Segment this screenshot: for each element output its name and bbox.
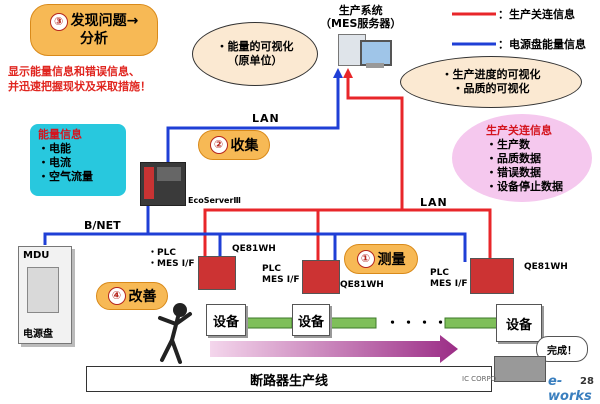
power-panel: MDU 电源盘 bbox=[18, 246, 72, 344]
step1-number: ① bbox=[356, 250, 375, 268]
step2-number: ② bbox=[209, 136, 228, 154]
qe81wh-label: QE81WH bbox=[340, 280, 384, 290]
plc-device-right bbox=[470, 258, 514, 294]
conveyor bbox=[243, 317, 498, 329]
production-info-item: ・品质数据 bbox=[486, 152, 541, 165]
plc-device-left bbox=[198, 256, 236, 290]
lan-label-top: LAN bbox=[252, 112, 280, 125]
plc-label-right-line2: MES I/F bbox=[430, 279, 468, 289]
legend-red-text: ：生产关连信息 bbox=[498, 8, 575, 21]
power-panel-label: 电源盘 bbox=[23, 329, 53, 340]
production-line-name: 断路器生产线 bbox=[86, 366, 492, 392]
plc-label-left: ・PLC ・MES I/F bbox=[148, 248, 195, 270]
progress-quality-bubble: ・生产进度的可视化 ・品质的可视化 bbox=[400, 56, 582, 108]
mes-title-line2: （MES服务器） bbox=[320, 17, 402, 30]
lan-label-right: LAN bbox=[420, 196, 448, 209]
page-number: 28 bbox=[580, 376, 594, 387]
plc-device-mid bbox=[302, 260, 340, 294]
equipment-box: 设备 bbox=[292, 304, 330, 336]
worker-figure bbox=[158, 303, 192, 364]
progress-vis-line1: ・生产进度的可视化 bbox=[441, 68, 541, 81]
step1-label: 测量 bbox=[377, 252, 406, 268]
plc-label-left-line2: ・MES I/F bbox=[148, 259, 195, 269]
mdu-label: MDU bbox=[23, 250, 50, 261]
energy-info-box: 能量信息 ・电能 ・电流 ・空气流量 bbox=[30, 124, 126, 196]
step2-label: 收集 bbox=[230, 138, 259, 154]
step3-desc-line1: 显示能量信息和错误信息、 bbox=[8, 65, 140, 78]
ecoserver-device bbox=[140, 162, 186, 206]
equipment-box: 设备 bbox=[496, 304, 542, 342]
breaker-icon bbox=[27, 267, 59, 313]
lan-blue-arrow bbox=[333, 68, 343, 78]
lan-red-arrow bbox=[343, 68, 353, 78]
energy-visualization-bubble: ・能量的可视化 （原单位） bbox=[192, 22, 318, 86]
production-info-box: 生产关连信息 ・生产数 ・品质数据 ・错误数据 ・设备停止数据 bbox=[452, 114, 592, 202]
energy-info-item: ・电能 bbox=[38, 142, 71, 155]
plc-label-mid: PLC MES I/F bbox=[262, 264, 300, 286]
step4-number: ④ bbox=[107, 287, 126, 305]
lan-blue-line bbox=[166, 75, 340, 167]
legend-blue-text: ：电源盘能量信息 bbox=[498, 38, 586, 51]
energy-info-item: ・空气流量 bbox=[38, 170, 93, 183]
step4-label: 改善 bbox=[128, 289, 157, 305]
step3-description: 显示能量信息和错误信息、 并迅速把握现状及采取措施！ bbox=[8, 64, 151, 94]
mes-server-icon bbox=[338, 34, 392, 70]
progress-vis-line2: ・品质的可视化 bbox=[452, 82, 530, 95]
continuation-dots: ・・・・ bbox=[386, 316, 451, 331]
qe81wh-label: QE81WH bbox=[524, 262, 568, 272]
plc-label-mid-line1: PLC bbox=[262, 264, 281, 274]
ecoserver-label: EcoServerⅢ bbox=[188, 196, 241, 205]
plc-label-right-line1: PLC bbox=[430, 268, 449, 278]
equipment-box: 设备 bbox=[206, 304, 246, 336]
plc-label-left-line1: ・PLC bbox=[148, 248, 176, 258]
finished-goods-box bbox=[494, 356, 546, 382]
step3-line1: 发现问题→ bbox=[70, 12, 139, 29]
energy-vis-line2: （原单位） bbox=[227, 54, 283, 67]
energy-info-item: ・电流 bbox=[38, 156, 71, 169]
production-info-item: ・生产数 bbox=[486, 138, 530, 151]
step3-line2: 分析 bbox=[80, 30, 108, 47]
qe81wh-label: QE81WH bbox=[232, 244, 276, 254]
step3-number: ③ bbox=[49, 12, 68, 31]
step3-desc-line2: 并迅速把握现状及采取措施！ bbox=[8, 80, 151, 93]
production-info-title: 生产关连信息 bbox=[486, 124, 552, 137]
production-info-item: ・错误数据 bbox=[486, 166, 541, 179]
production-info-item: ・设备停止数据 bbox=[486, 180, 563, 193]
production-flow-arrow bbox=[210, 335, 458, 363]
energy-info-title: 能量信息 bbox=[38, 128, 82, 141]
plc-label-right: PLC MES I/F bbox=[430, 268, 468, 290]
mes-title: 生产系统 （MES服务器） bbox=[320, 4, 401, 30]
corp-text: IC CORPO bbox=[462, 375, 497, 383]
bnet-bus bbox=[43, 232, 467, 262]
lan-red-line bbox=[346, 75, 404, 210]
bnet-label: B/NET bbox=[84, 219, 121, 232]
energy-vis-line1: ・能量的可视化 bbox=[216, 40, 294, 53]
plc-label-mid-line2: MES I/F bbox=[262, 275, 300, 285]
mes-title-line1: 生产系统 bbox=[338, 4, 383, 17]
